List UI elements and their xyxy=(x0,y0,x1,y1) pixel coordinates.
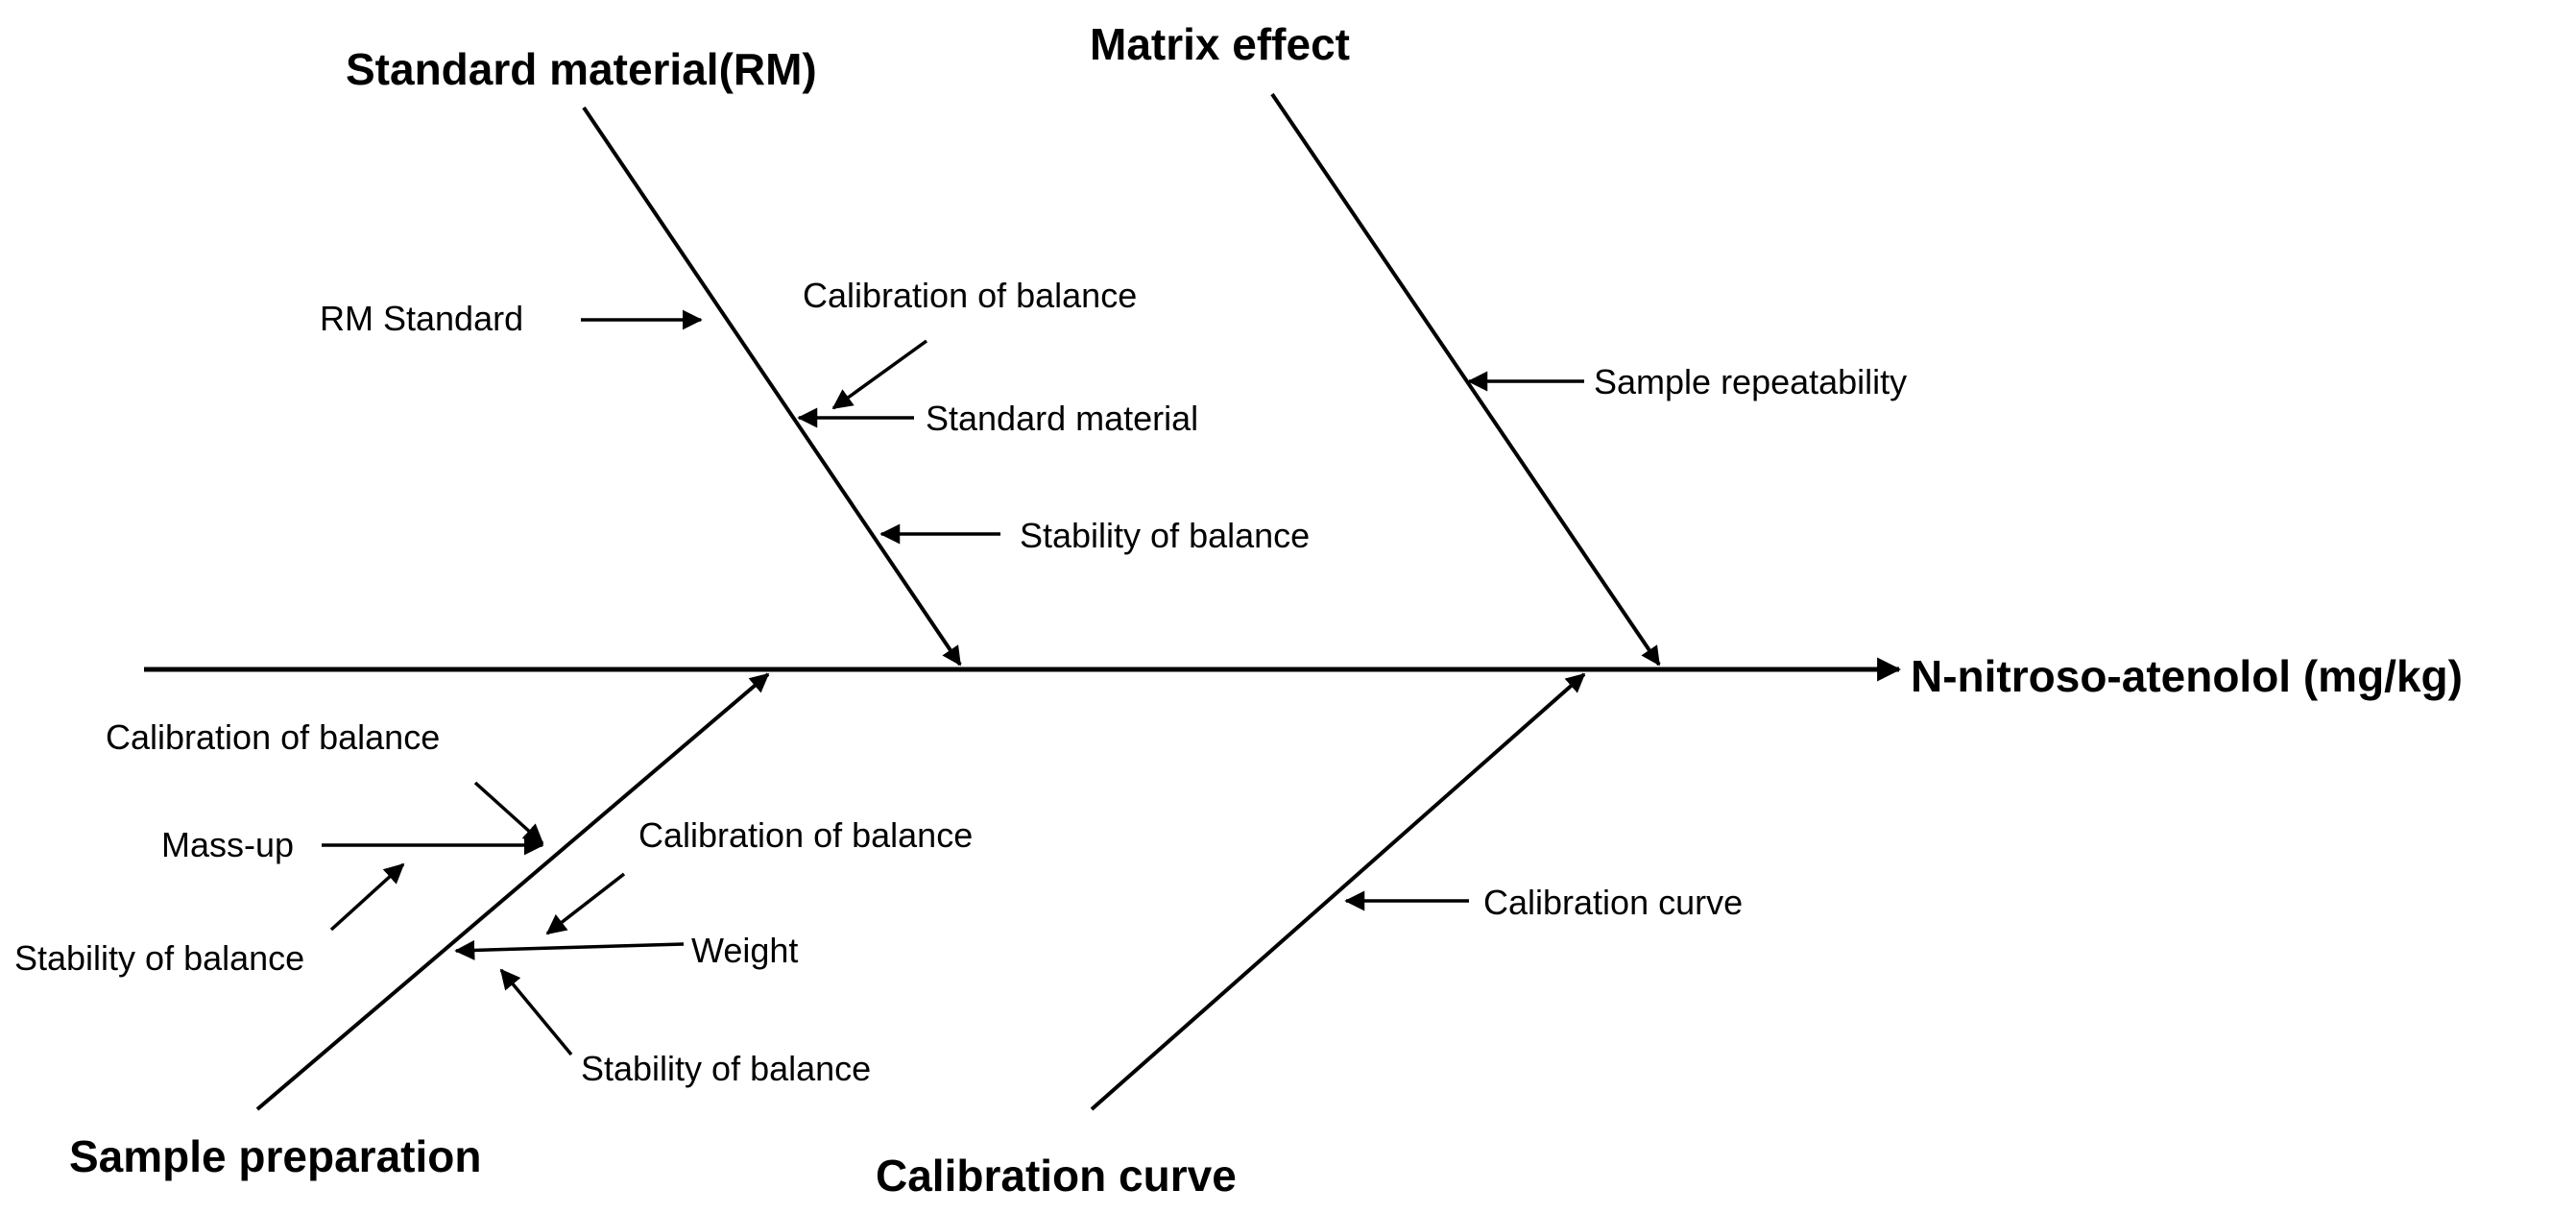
bone-standard-material xyxy=(582,106,962,667)
arrow-sp-stability-of-balance-2 xyxy=(499,968,573,1056)
category-standard-material: Standard material(RM) xyxy=(346,44,817,94)
cause-rm-standard-material: Standard material xyxy=(926,399,1198,438)
cause-sp-stability-of-balance-1: Stability of balance xyxy=(14,938,304,978)
effect-label: N-nitroso-atenolol (mg/kg) xyxy=(1911,651,2463,701)
cause-rm-standard: RM Standard xyxy=(320,299,523,338)
cause-sp-weight: Weight xyxy=(691,931,798,970)
cause-sp-calibration-of-balance-1: Calibration of balance xyxy=(106,717,440,757)
arrow-sp-weight xyxy=(454,939,685,960)
bone-sample-preparation xyxy=(255,672,770,1111)
bone-matrix-effect xyxy=(1270,92,1661,667)
arrow-sp-stability-of-balance-1 xyxy=(329,862,405,932)
arrow-sp-calibration-of-balance-1 xyxy=(473,781,544,845)
cause-sp-mass-up: Mass-up xyxy=(161,825,294,864)
cause-sp-calibration-of-balance-2: Calibration of balance xyxy=(638,815,973,855)
bone-calibration-curve xyxy=(1090,672,1586,1111)
arrow-rm-calibration-of-balance xyxy=(831,339,928,410)
category-calibration-curve: Calibration curve xyxy=(876,1151,1237,1201)
cause-sample-repeatability: Sample repeatability xyxy=(1594,362,1907,401)
cause-rm-calibration-of-balance: Calibration of balance xyxy=(803,276,1137,315)
arrow-sp-calibration-of-balance-2 xyxy=(545,872,626,935)
cause-sp-stability-of-balance-2: Stability of balance xyxy=(581,1049,871,1088)
cause-rm-stability-of-balance: Stability of balance xyxy=(1020,516,1310,555)
category-matrix-effect: Matrix effect xyxy=(1090,19,1350,69)
category-sample-preparation: Sample preparation xyxy=(69,1131,481,1181)
cause-cc-calibration-curve: Calibration curve xyxy=(1483,883,1743,922)
